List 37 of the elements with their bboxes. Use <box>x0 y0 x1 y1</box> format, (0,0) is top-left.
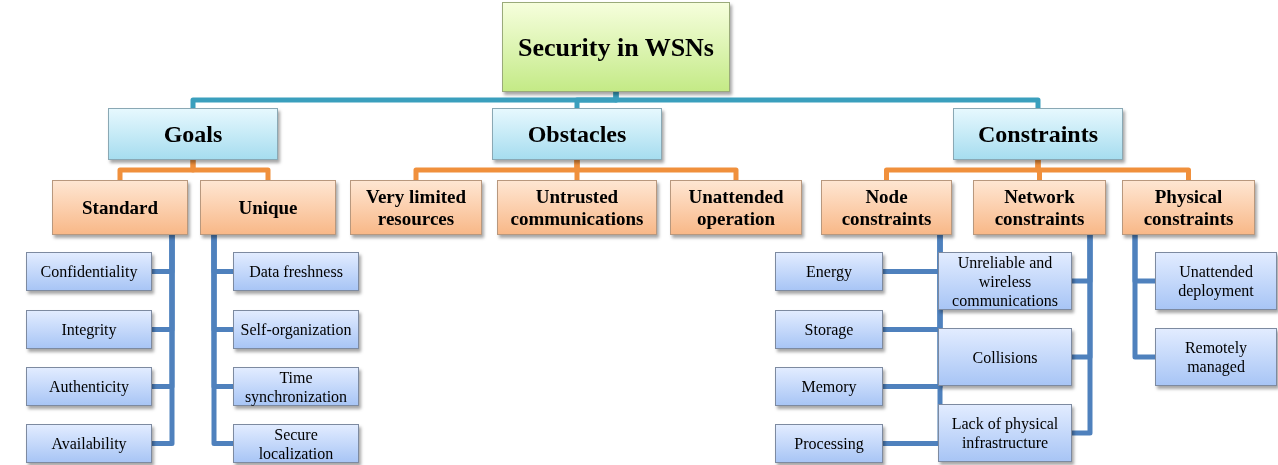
subcategory-box: Unique <box>200 180 336 235</box>
root-box: Security in WSNs <box>502 2 730 92</box>
item-box: Energy <box>775 252 883 291</box>
item-box: Remotely managed <box>1155 328 1277 386</box>
item-box: Unattended deployment <box>1155 252 1277 310</box>
connector-line <box>1072 235 1093 436</box>
item-box: Collisions <box>938 328 1072 386</box>
subcategory-box: Network constraints <box>973 180 1106 235</box>
item-box: Integrity <box>26 310 152 349</box>
subcategory-box: Standard <box>52 180 188 235</box>
item-box: Memory <box>775 367 883 406</box>
connector-line <box>1035 160 1191 180</box>
connector-line <box>211 235 233 446</box>
subcategory-box: Node constraints <box>821 180 952 235</box>
connector-line <box>152 235 175 446</box>
connector-line <box>613 92 1041 108</box>
subcategory-box: Unattended operation <box>670 180 802 235</box>
item-box: Storage <box>775 310 883 349</box>
subcategory-box: Physical constraints <box>1122 180 1255 235</box>
connector-line <box>190 160 271 180</box>
item-box: Confidentiality <box>26 252 152 291</box>
item-box: Secure localization <box>233 424 359 463</box>
item-box: Authenticity <box>26 367 152 406</box>
subcategory-box: Untrusted communications <box>497 180 657 235</box>
item-box: Self-organization <box>233 310 359 349</box>
item-box: Data freshness <box>233 252 359 291</box>
connector-line <box>1132 235 1155 360</box>
item-box: Processing <box>775 424 883 463</box>
category-box: Obstacles <box>492 108 662 160</box>
connector-line <box>574 160 739 180</box>
item-box: Availability <box>26 424 152 463</box>
item-box: Lack of physical infrastructure <box>938 404 1072 462</box>
category-box: Goals <box>108 108 278 160</box>
item-box: Unreliable and wireless communications <box>938 252 1072 310</box>
category-box: Constraints <box>953 108 1123 160</box>
subcategory-box: Very limited resources <box>350 180 482 235</box>
item-box: Time synchronization <box>233 367 359 406</box>
